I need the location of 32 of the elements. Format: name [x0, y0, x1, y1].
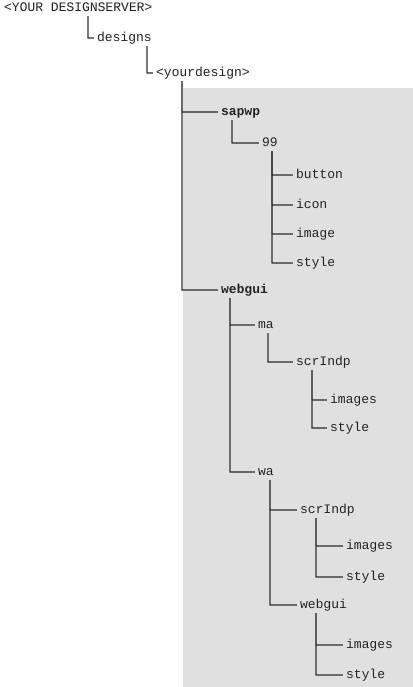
folder-name: <yourdesign> — [156, 65, 250, 81]
tree-connector — [315, 518, 343, 578]
folder-name: style — [346, 569, 386, 585]
tree-connector — [271, 151, 293, 264]
folder-name: images — [330, 392, 377, 408]
tree-connector — [267, 333, 293, 363]
tree-connector — [315, 613, 343, 676]
folder-name: style — [346, 667, 386, 683]
folder-name: webgui — [221, 282, 268, 298]
folder-name: 99 — [262, 135, 278, 151]
tree-connector — [269, 480, 297, 606]
folder-name: image — [296, 226, 336, 242]
tree-connector — [311, 370, 327, 429]
folder-name: images — [346, 637, 393, 653]
folder-name: wa — [258, 464, 274, 480]
folder-name: ma — [258, 317, 274, 333]
folder-name: style — [330, 420, 370, 436]
tree-connector — [229, 298, 255, 473]
tree-connector — [146, 46, 153, 74]
folder-name: style — [296, 255, 336, 271]
folder-name: button — [296, 167, 343, 183]
folder-name: images — [346, 538, 393, 554]
folder-name: designs — [97, 30, 152, 46]
tree-connector — [87, 16, 94, 39]
folder-name: <YOUR DESIGNSERVER> — [4, 0, 152, 16]
folder-name: scrIndp — [296, 354, 351, 370]
folder-name: sapwp — [221, 104, 260, 120]
folder-name: icon — [296, 197, 328, 213]
folder-name: scrIndp — [300, 502, 355, 518]
folder-name: webgui — [300, 597, 347, 613]
tree-connector — [231, 120, 259, 144]
tree-connector — [181, 81, 218, 291]
